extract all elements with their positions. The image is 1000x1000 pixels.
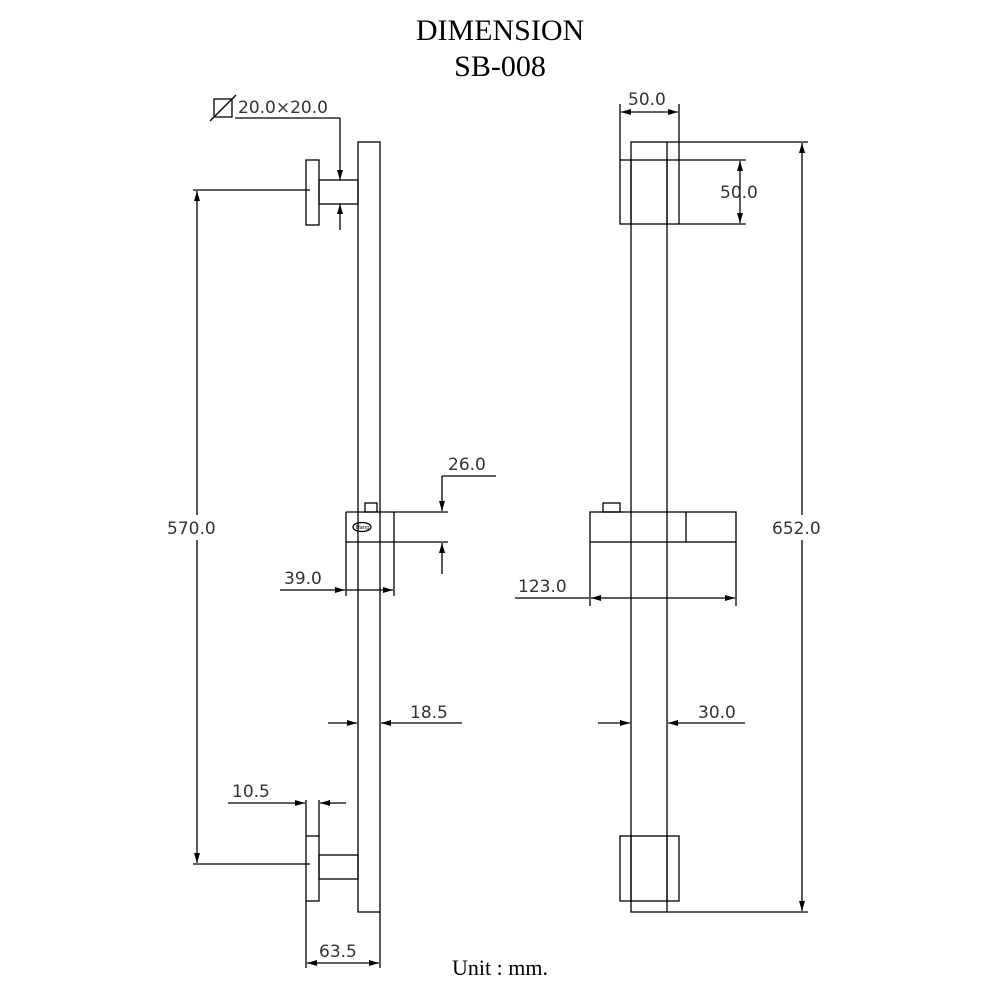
front-rail <box>630 141 668 913</box>
brand-logo-icon <box>352 521 372 533</box>
top-mount <box>619 159 680 225</box>
unit-note: Unit : mm. <box>452 955 548 980</box>
bottom-bracket <box>305 835 359 902</box>
front-slider <box>589 502 737 543</box>
front-view: 50.0 50.0 652.0 123.0 30.0 <box>515 90 821 913</box>
side-view: Hang 20.0×20.0 570.0 26.0 39.0 <box>167 94 496 968</box>
dim-slider-height: 26.0 <box>448 455 486 475</box>
side-slider: Hang <box>345 502 395 543</box>
dim-slider-width: 123.0 <box>518 577 567 597</box>
drawing-title: DIMENSION <box>415 14 585 47</box>
dim-mount-spacing: 570.0 <box>167 519 216 539</box>
dim-mount-height: 50.0 <box>720 183 758 203</box>
model-number: SB-008 <box>454 50 546 83</box>
top-bracket <box>305 159 359 226</box>
brand-mark: Hang <box>356 525 369 531</box>
dim-mount-width: 50.0 <box>628 90 666 110</box>
dim-flange-thickness: 10.5 <box>232 782 270 802</box>
bottom-mount <box>619 835 680 902</box>
dim-bar-width: 30.0 <box>698 703 736 723</box>
dim-bracket-section: 20.0×20.0 <box>238 98 328 118</box>
dim-overall-length: 652.0 <box>772 519 821 539</box>
side-rail <box>357 141 381 913</box>
dim-slider-depth: 39.0 <box>284 569 322 589</box>
dim-bar-depth: 18.5 <box>410 703 448 723</box>
dim-wall-projection: 63.5 <box>319 942 357 962</box>
square-section-icon <box>209 94 237 122</box>
